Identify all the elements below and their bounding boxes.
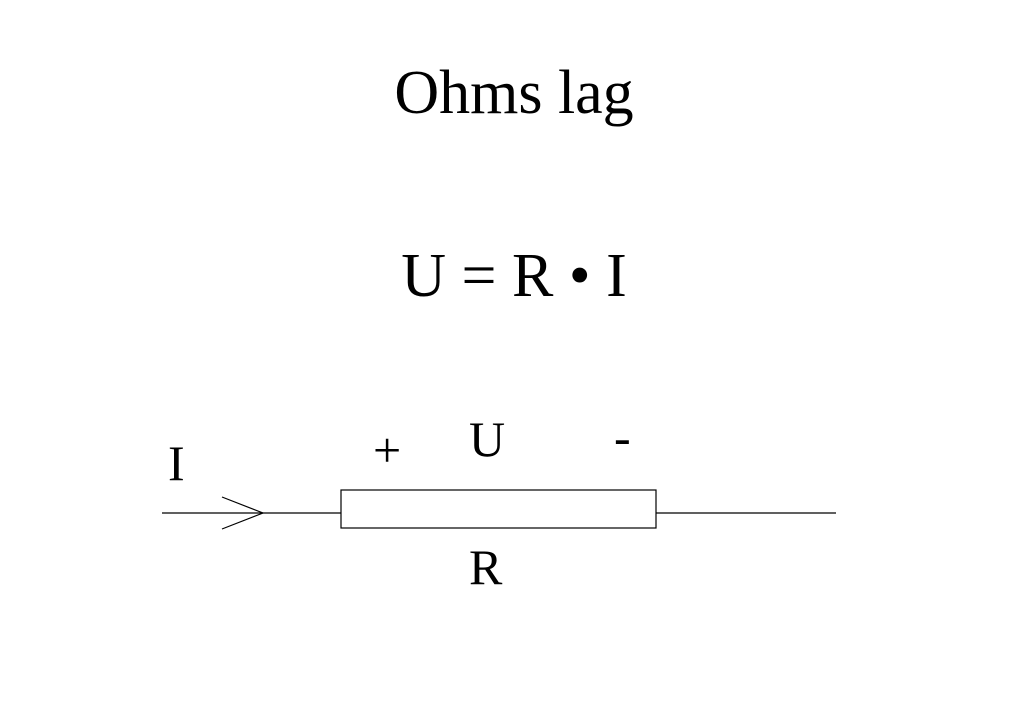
ohms-law-formula: U = R • I [401,242,627,310]
slide-title: Ohms lag [394,59,634,127]
current-label: I [168,435,185,491]
plus-terminal-label: + [373,422,401,478]
current-arrow-icon [221,496,265,530]
resistor-label: R [469,539,503,595]
resistor [340,489,657,529]
voltage-label: U [469,411,505,467]
minus-terminal-label: - [614,409,631,465]
